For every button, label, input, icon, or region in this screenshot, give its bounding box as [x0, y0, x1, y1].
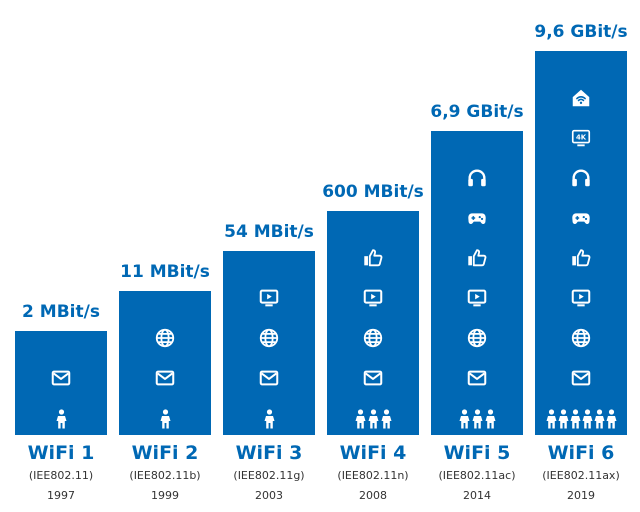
gamepad-icon: [570, 207, 592, 229]
generation-label: WiFi 1: [27, 442, 95, 464]
standard-label: (IEE802.11n): [337, 469, 409, 482]
year-label: 2019: [567, 489, 595, 502]
video-icon: [258, 287, 280, 309]
standard-label: (IEE802.11b): [129, 469, 201, 482]
standard-label: (IEE802.11): [28, 469, 94, 482]
speed-label: 600 MBit/s: [322, 182, 424, 202]
year-label: 1999: [151, 489, 179, 502]
globe-icon: [258, 327, 280, 349]
person-icon: [56, 409, 67, 429]
generation-label: WiFi 4: [339, 442, 407, 464]
4k-tv-icon: 4K: [570, 127, 592, 149]
year-label: 2003: [255, 489, 283, 502]
person-icon: [472, 409, 483, 429]
thumbs-up-icon: [362, 247, 384, 269]
thumbs-up-icon: [466, 247, 488, 269]
gamepad-icon: [466, 207, 488, 229]
mail-icon: [258, 367, 280, 389]
mail-icon: [154, 367, 176, 389]
mail-icon: [50, 367, 72, 389]
person-icon: [594, 409, 605, 429]
speed-label: 2 MBit/s: [22, 302, 100, 322]
speed-label: 9,6 GBit/s: [534, 22, 628, 42]
mail-icon: [570, 367, 592, 389]
person-icon: [459, 409, 470, 429]
year-label: 2014: [463, 489, 491, 502]
bar-wifi-3: [223, 251, 315, 435]
year-label: 1997: [47, 489, 75, 502]
year-label: 2008: [359, 489, 387, 502]
smart-home-icon: [570, 87, 592, 109]
video-icon: [466, 287, 488, 309]
globe-icon: [154, 327, 176, 349]
person-icon: [368, 409, 379, 429]
person-icon: [582, 409, 593, 429]
generation-label: WiFi 5: [443, 442, 511, 464]
video-icon: [570, 287, 592, 309]
person-icon: [606, 409, 617, 429]
user-count: [431, 409, 523, 429]
person-icon: [160, 409, 171, 429]
standard-label: (IEE802.11ac): [438, 469, 516, 482]
video-icon: [362, 287, 384, 309]
speed-label: 6,9 GBit/s: [430, 102, 524, 122]
user-count: [223, 409, 315, 429]
standard-label: (IEE802.11ax): [542, 469, 620, 482]
person-icon: [558, 409, 569, 429]
svg-text:4K: 4K: [576, 133, 587, 141]
generation-label: WiFi 6: [547, 442, 615, 464]
user-count: [119, 409, 211, 429]
mail-icon: [362, 367, 384, 389]
globe-icon: [362, 327, 384, 349]
person-icon: [381, 409, 392, 429]
speed-label: 54 MBit/s: [224, 222, 314, 242]
standard-label: (IEE802.11g): [233, 469, 305, 482]
user-count: [535, 409, 627, 429]
headphones-icon: [570, 167, 592, 189]
person-icon: [355, 409, 366, 429]
person-icon: [264, 409, 275, 429]
thumbs-up-icon: [570, 247, 592, 269]
globe-icon: [466, 327, 488, 349]
speed-label: 11 MBit/s: [120, 262, 210, 282]
headphones-icon: [466, 167, 488, 189]
generation-label: WiFi 2: [131, 442, 199, 464]
bar-wifi-4: [327, 211, 419, 435]
globe-icon: [570, 327, 592, 349]
mail-icon: [466, 367, 488, 389]
generation-label: WiFi 3: [235, 442, 303, 464]
user-count: [327, 409, 419, 429]
person-icon: [546, 409, 557, 429]
person-icon: [570, 409, 581, 429]
user-count: [15, 409, 107, 429]
person-icon: [485, 409, 496, 429]
